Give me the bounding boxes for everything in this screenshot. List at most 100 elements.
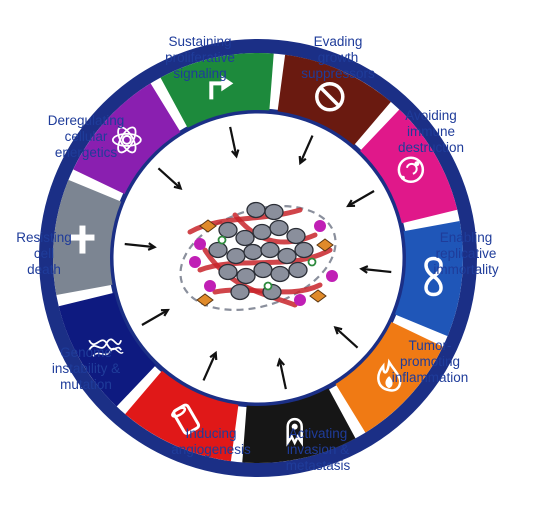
label-line: angiogenesis xyxy=(171,442,251,457)
tumor-cell xyxy=(294,241,314,259)
label-line: inflammation xyxy=(391,370,469,385)
label-line: energetics xyxy=(54,145,118,160)
label-line: immune xyxy=(406,124,456,139)
immune-cell xyxy=(194,238,206,250)
label-line: Avoiding xyxy=(405,108,457,123)
prohibition-icon xyxy=(315,82,345,112)
segment-deregulating-cellular-energetics xyxy=(73,83,181,195)
segment-inducing-angiogenesis xyxy=(125,370,239,462)
immune-cell-icon xyxy=(397,156,425,183)
immune-cell xyxy=(294,294,306,306)
tumor-cell xyxy=(286,227,306,245)
label-line: invasion & xyxy=(286,442,350,457)
inward-arrow xyxy=(333,326,359,349)
inward-arrow xyxy=(359,265,392,274)
inward-arrow xyxy=(157,167,183,190)
label-line: cellular xyxy=(64,129,108,144)
inward-arrow xyxy=(346,190,375,208)
stromal-cell xyxy=(316,238,334,252)
inward-arrows xyxy=(124,126,392,390)
label-line: Deregulating xyxy=(47,113,125,128)
immune-cell xyxy=(204,280,216,292)
small-cell xyxy=(307,257,317,267)
tumor-cell xyxy=(252,223,272,241)
label-line: immortality xyxy=(433,262,499,277)
flame-icon xyxy=(377,358,402,392)
inward-arrow xyxy=(229,126,240,159)
stromal-fiber xyxy=(202,247,298,308)
label-line: Activating xyxy=(288,426,348,441)
cross-icon xyxy=(70,225,95,254)
label-line: promoting xyxy=(399,354,461,369)
infinity-icon xyxy=(424,256,443,297)
label-line: death xyxy=(27,262,61,277)
tumor-cell xyxy=(277,247,297,265)
label-line: instability & xyxy=(51,361,121,376)
segment-sustaining-proliferative-signaling xyxy=(160,53,274,128)
tumor-cell xyxy=(246,201,266,219)
stromal-cell xyxy=(309,289,327,303)
inward-arrow xyxy=(298,135,314,166)
tumor-cell xyxy=(269,219,289,237)
immune-cell xyxy=(189,256,201,268)
label-line: Inducing xyxy=(185,426,237,441)
small-cell xyxy=(217,235,227,245)
label-line: replicative xyxy=(435,246,497,261)
invading-cell-icon xyxy=(286,417,303,447)
tumor-cell xyxy=(243,243,263,261)
tumor-cell xyxy=(218,221,238,239)
immune-cell xyxy=(326,270,338,282)
outer-ring xyxy=(39,39,477,477)
tumor-cell xyxy=(264,203,284,221)
tumor-cell xyxy=(235,229,255,247)
inward-arrow xyxy=(141,308,170,326)
label-line: Enabling xyxy=(439,230,493,245)
segment-avoiding-immune-destruction xyxy=(360,109,458,224)
inward-arrow xyxy=(276,357,287,390)
tumor-cell xyxy=(270,265,290,283)
small-cell xyxy=(263,281,273,291)
label-line: signaling xyxy=(173,66,227,81)
stromal-cell xyxy=(199,219,217,233)
label-line: mutation xyxy=(60,377,112,392)
tumor-cluster xyxy=(179,201,338,312)
arrow-up-right-icon xyxy=(209,75,234,100)
tumor-cell xyxy=(230,283,250,301)
immune-cell xyxy=(314,220,326,232)
hallmark-ring xyxy=(39,39,477,477)
label-line: Evading xyxy=(313,34,363,49)
segment-genome-instability-mutation xyxy=(58,292,156,407)
tumor-cell xyxy=(226,247,246,265)
label-line: destruction xyxy=(397,140,465,155)
atom-icon xyxy=(111,126,142,154)
label-line: Genome xyxy=(60,345,112,360)
tumor-cell xyxy=(260,241,280,259)
dna-icon xyxy=(88,338,124,357)
label-line: metastasis xyxy=(285,458,351,473)
label-line: cell xyxy=(33,246,55,261)
label-line: growth xyxy=(317,50,359,65)
tumor-cell xyxy=(218,263,238,281)
inward-arrow xyxy=(202,350,218,381)
label-line: suppressors xyxy=(301,66,375,81)
hallmark-icons xyxy=(70,75,443,447)
label-line: Sustaining xyxy=(168,34,232,49)
label-line: Tumor- xyxy=(408,338,452,353)
segment-activating-invasion-metastasis xyxy=(242,388,356,463)
tumor-cell xyxy=(253,261,273,279)
blood-vessel-icon xyxy=(171,403,201,435)
label-line: proliferative xyxy=(165,50,235,65)
tumor-cell xyxy=(236,267,256,285)
label-line: Resisting xyxy=(16,230,72,245)
tumor-cell xyxy=(208,241,228,259)
